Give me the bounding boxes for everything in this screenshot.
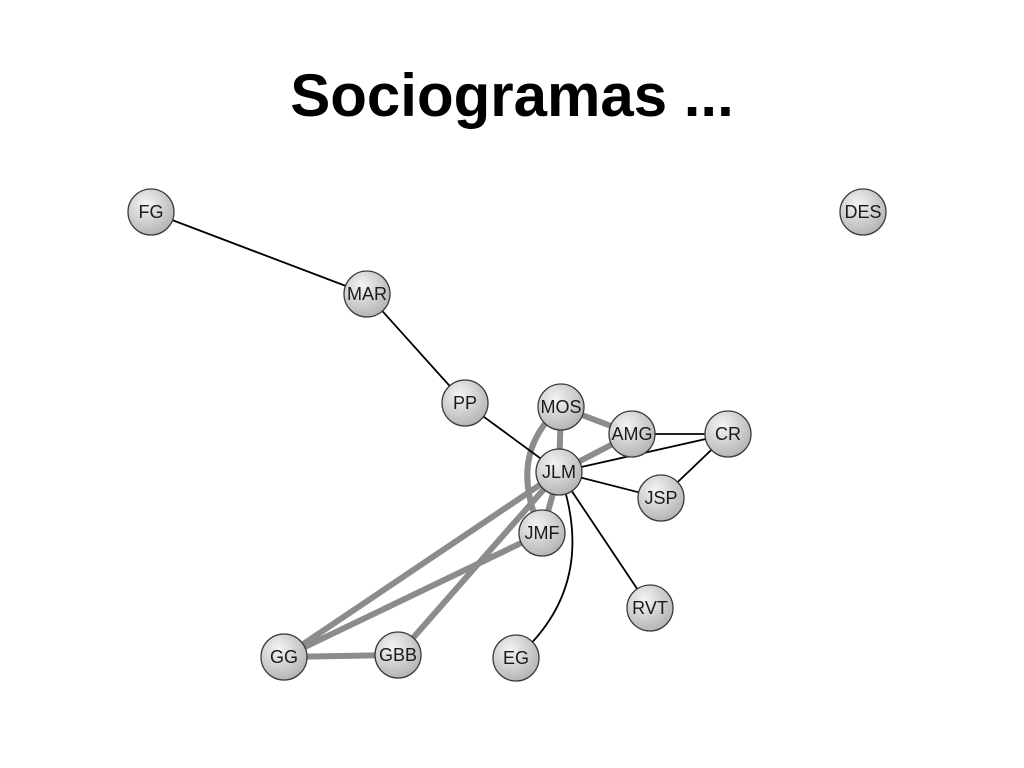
- slide-title: Sociogramas ...: [290, 62, 734, 129]
- node-label: AMG: [611, 424, 652, 444]
- node-label: GG: [270, 647, 298, 667]
- node-cr: CR: [704, 410, 752, 458]
- node-eg: EG: [492, 634, 540, 682]
- node-label: CR: [715, 424, 741, 444]
- edge-mar-pp: [366, 293, 466, 404]
- node-gg: GG: [260, 633, 308, 681]
- node-circle: [626, 584, 674, 632]
- node-circle: [535, 448, 583, 496]
- node-jmf: JMF: [518, 509, 566, 557]
- node-circle: [608, 410, 656, 458]
- node-label: MOS: [540, 397, 581, 417]
- node-label: JLM: [542, 462, 576, 482]
- node-label: JMF: [525, 523, 560, 543]
- node-jsp: JSP: [637, 474, 685, 522]
- node-pp: PP: [441, 379, 489, 427]
- node-circle: [537, 383, 585, 431]
- node-gbb: GBB: [374, 631, 422, 679]
- node-label: EG: [503, 648, 529, 668]
- node-fg: FG: [127, 188, 175, 236]
- node-mar: MAR: [343, 270, 391, 318]
- node-jlm: JLM: [535, 448, 583, 496]
- node-circle: [260, 633, 308, 681]
- edge-jlm-eg: [515, 471, 574, 659]
- node-label: MAR: [347, 284, 387, 304]
- node-mos: MOS: [537, 383, 585, 431]
- node-label: GBB: [379, 645, 417, 665]
- node-des: DES: [839, 188, 887, 236]
- edge-fg-mar: [150, 211, 368, 295]
- node-rvt: RVT: [626, 584, 674, 632]
- node-circle: [343, 270, 391, 318]
- node-amg: AMG: [608, 410, 656, 458]
- nodes-layer: FG DES MAR PP MOS AMG CR JLM JSP JMF RVT GG GBB EG: [127, 188, 887, 682]
- edge-jlm-gbb: [395, 469, 562, 658]
- strong-ties-layer: [281, 404, 635, 660]
- edge-jlm-gg: [281, 469, 562, 660]
- node-circle: [704, 410, 752, 458]
- node-label: PP: [453, 393, 477, 413]
- node-circle: [441, 379, 489, 427]
- node-circle: [518, 509, 566, 557]
- node-label: FG: [139, 202, 164, 222]
- edge-jlm-rvt: [558, 471, 651, 609]
- node-circle: [127, 188, 175, 236]
- node-circle: [839, 188, 887, 236]
- node-circle: [637, 474, 685, 522]
- node-label: JSP: [644, 488, 677, 508]
- node-circle: [374, 631, 422, 679]
- node-circle: [492, 634, 540, 682]
- node-label: RVT: [632, 598, 668, 618]
- node-label: DES: [844, 202, 881, 222]
- edge-jmf-gg: [281, 530, 545, 660]
